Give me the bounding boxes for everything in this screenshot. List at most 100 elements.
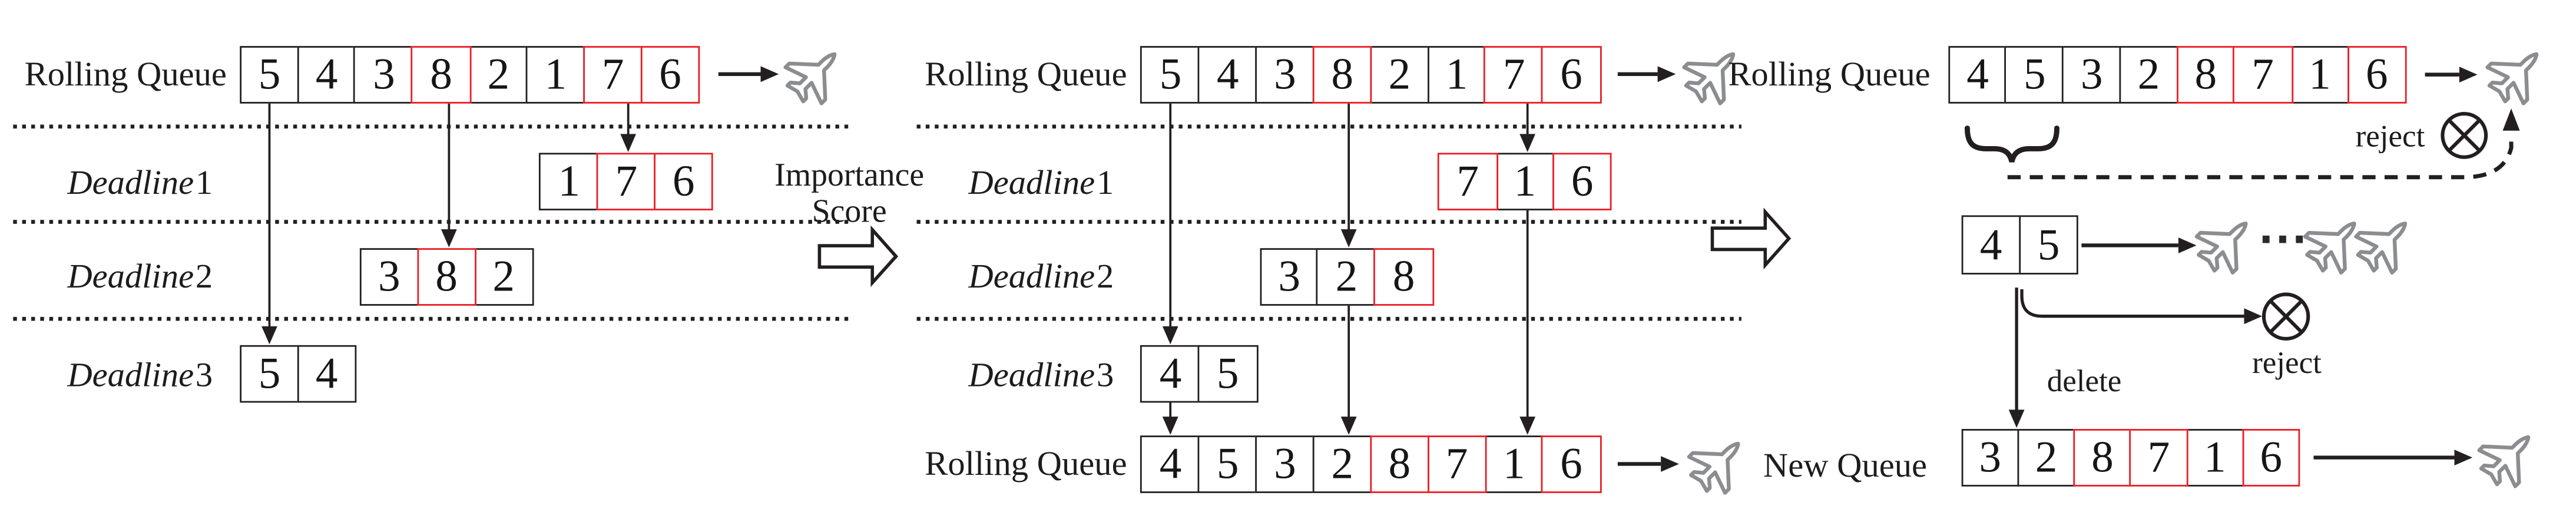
queue-cell: 4 — [1140, 344, 1201, 402]
queue-cell: 4 — [296, 344, 357, 402]
arrowhead-down — [1340, 417, 1357, 435]
new-queue-label: New Queue — [1763, 444, 1928, 484]
arrowhead-right — [1661, 456, 1679, 472]
arrowhead-right — [2244, 308, 2263, 325]
delete-label: delete — [2047, 364, 2122, 399]
underbrace — [1964, 125, 2060, 163]
right-panel-lines — [1964, 36, 2555, 494]
left-panel-lines — [13, 36, 853, 345]
importance-score-label: Importance Score — [774, 157, 925, 230]
queue-cell: 8 — [411, 45, 471, 103]
reject-dashed-path — [2007, 133, 2514, 180]
queue-cell: 3 — [1961, 428, 2020, 487]
panel-transition-arrow — [1710, 207, 1792, 270]
arrowhead-down — [2008, 409, 2025, 428]
queue-cell: 8 — [1312, 45, 1372, 103]
left-rolling-queue-label: Rolling Queue — [24, 54, 227, 94]
queue-cell: 3 — [1255, 45, 1315, 103]
queue-cell: 7 — [2233, 46, 2293, 104]
queue-cell: 1 — [2290, 46, 2350, 104]
queue-cell: 8 — [2176, 46, 2236, 104]
queue-cell: 1 — [1495, 152, 1555, 211]
queue-cell: 3 — [2062, 46, 2122, 104]
middle-rolling-queue-label: Rolling Queue — [925, 54, 1127, 94]
reject-mid-label: reject — [2252, 346, 2322, 381]
queue-cell: 8 — [2073, 428, 2132, 487]
arrowhead-down — [441, 229, 457, 247]
queue-cell: 4 — [1961, 216, 2021, 275]
reject-top-label: reject — [2355, 119, 2425, 154]
arrowhead-down — [1519, 417, 1536, 435]
queue-cell: 2 — [474, 247, 534, 305]
queue-cell: 7 — [596, 152, 657, 211]
queue-cell: 7 — [2129, 428, 2188, 487]
queue-cell: 6 — [2241, 428, 2301, 487]
queue-cell: 4 — [1140, 434, 1201, 493]
queue-cell: 3 — [354, 45, 414, 103]
queue-cell: 1 — [539, 152, 600, 211]
queue-cell: 3 — [1259, 247, 1320, 305]
airplane-icon — [777, 36, 853, 111]
airplane-icon — [2471, 419, 2547, 494]
arrowhead-down — [620, 134, 637, 153]
queue-cell: 2 — [1316, 247, 1377, 305]
arrowhead-down — [1519, 134, 1536, 153]
queue-cell: 2 — [1312, 434, 1372, 493]
queue-cell: 1 — [525, 45, 586, 103]
queue-cell: 3 — [359, 247, 419, 305]
airplane-icon — [2188, 206, 2264, 281]
importance-transition-arrow — [817, 225, 899, 288]
queue-cell: 3 — [1255, 434, 1315, 493]
arrowhead-down — [1340, 229, 1357, 247]
queue-cell: 2 — [2118, 46, 2179, 104]
queue-cell: 2 — [468, 45, 529, 103]
airplane-icon — [2348, 206, 2423, 281]
arrowhead-right — [2178, 237, 2197, 253]
queue-cell: 4 — [1948, 46, 2008, 104]
arrowhead-down — [261, 326, 277, 345]
queue-cell: 1 — [1484, 434, 1544, 493]
queue-cell: 5 — [1197, 434, 1258, 493]
queue-cell: 2 — [1369, 45, 1430, 103]
queue-cell: 6 — [2347, 46, 2407, 104]
arrowhead-right — [1657, 66, 1676, 82]
queue-cell: 5 — [1197, 344, 1258, 402]
middle-panel-lines — [916, 36, 1756, 501]
airplane-icon — [2479, 36, 2555, 111]
queue-cell: 4 — [1197, 45, 1258, 103]
arrowhead-right — [2459, 67, 2478, 83]
queue-cell: 6 — [653, 152, 714, 211]
middle-result-queue-label: Rolling Queue — [925, 444, 1127, 484]
queue-cell: 1 — [1426, 45, 1487, 103]
queue-cell: 5 — [2018, 216, 2079, 275]
queue-cell: 6 — [1541, 45, 1601, 103]
queue-cell: 8 — [416, 247, 476, 305]
queue-cell: 1 — [2185, 428, 2244, 487]
queue-cell: 5 — [1140, 45, 1201, 103]
queue-cell: 8 — [1373, 247, 1434, 305]
arrowhead-up — [2502, 108, 2520, 131]
arrowhead-down — [1162, 326, 1178, 345]
queue-cell: 6 — [1552, 152, 1613, 211]
reject-circle-icon — [2262, 292, 2310, 341]
queue-cell: 4 — [296, 45, 357, 103]
arrowhead-right — [2454, 450, 2473, 465]
